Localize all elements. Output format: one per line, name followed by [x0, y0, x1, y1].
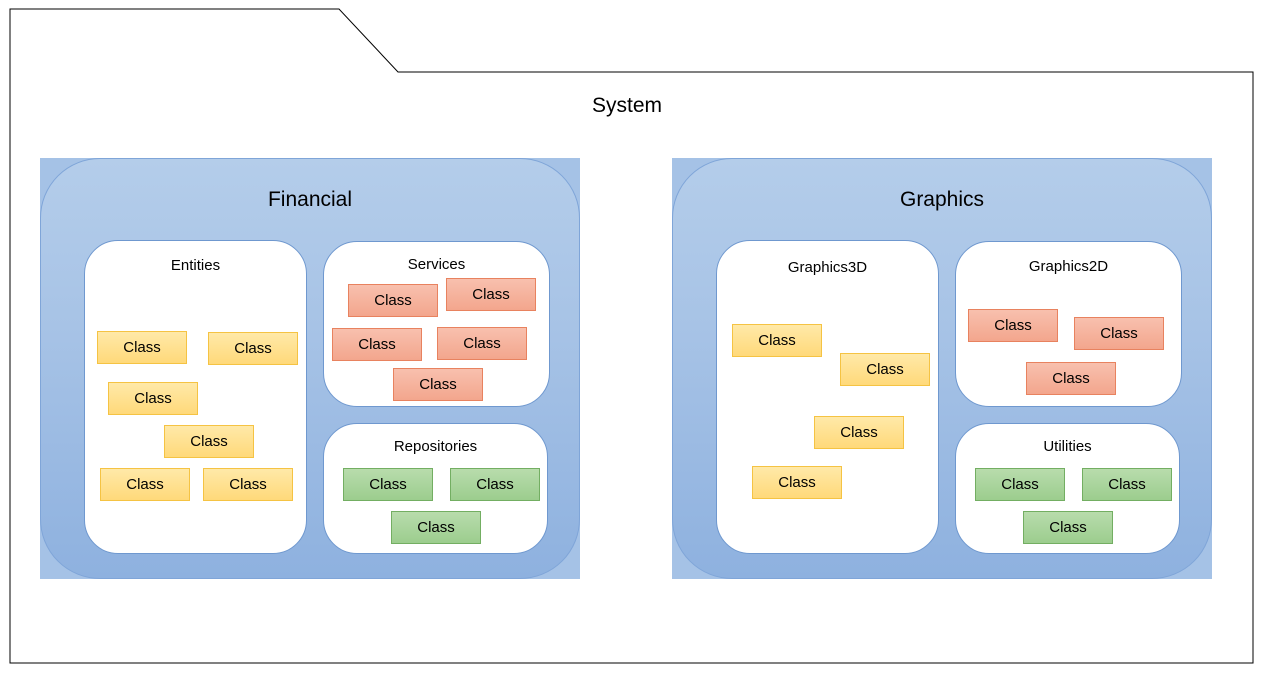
- package-utilities: Utilities Class Class Class: [955, 423, 1180, 554]
- package-services: Services Class Class Class Class Class: [323, 241, 550, 407]
- class-box-repository: Class: [391, 511, 481, 544]
- class-box-entity: Class: [100, 468, 190, 501]
- class-box-service: Class: [393, 368, 483, 401]
- package-entities: Entities Class Class Class Class Class C…: [84, 240, 307, 554]
- class-box-graphics2d: Class: [968, 309, 1058, 342]
- class-box-utility: Class: [1023, 511, 1113, 544]
- class-box-graphics2d: Class: [1074, 317, 1164, 350]
- class-box-service: Class: [332, 328, 422, 361]
- class-box-service: Class: [437, 327, 527, 360]
- module-title-graphics: Graphics: [899, 188, 985, 211]
- class-box-graphics3d: Class: [814, 416, 904, 449]
- class-box-service: Class: [446, 278, 536, 311]
- class-box-entity: Class: [108, 382, 198, 415]
- package-title-utilities: Utilities: [1043, 438, 1092, 455]
- module-title-financial: Financial: [267, 188, 353, 211]
- class-box-graphics3d: Class: [840, 353, 930, 386]
- module-financial: Financial Entities Class Class Class Cla…: [40, 158, 580, 579]
- class-box-entity: Class: [208, 332, 298, 365]
- class-box-repository: Class: [343, 468, 433, 501]
- package-graphics3d: Graphics3D Class Class Class Class: [716, 240, 939, 554]
- class-box-graphics2d: Class: [1026, 362, 1116, 395]
- class-box-repository: Class: [450, 468, 540, 501]
- class-box-graphics3d: Class: [732, 324, 822, 357]
- package-title-services: Services: [407, 256, 466, 273]
- package-graphics2d: Graphics2D Class Class Class: [955, 241, 1182, 407]
- system-title: System: [591, 94, 662, 117]
- package-title-graphics2d: Graphics2D: [1028, 258, 1109, 275]
- class-box-entity: Class: [164, 425, 254, 458]
- class-box-utility: Class: [975, 468, 1065, 501]
- module-graphics: Graphics Graphics3D Class Class Class Cl…: [672, 158, 1212, 579]
- package-title-repositories: Repositories: [393, 438, 478, 455]
- package-title-graphics3d: Graphics3D: [787, 259, 868, 276]
- package-repositories: Repositories Class Class Class: [323, 423, 548, 554]
- class-box-entity: Class: [97, 331, 187, 364]
- package-title-entities: Entities: [170, 257, 221, 274]
- class-box-service: Class: [348, 284, 438, 317]
- class-box-graphics3d: Class: [752, 466, 842, 499]
- class-box-utility: Class: [1082, 468, 1172, 501]
- class-box-entity: Class: [203, 468, 293, 501]
